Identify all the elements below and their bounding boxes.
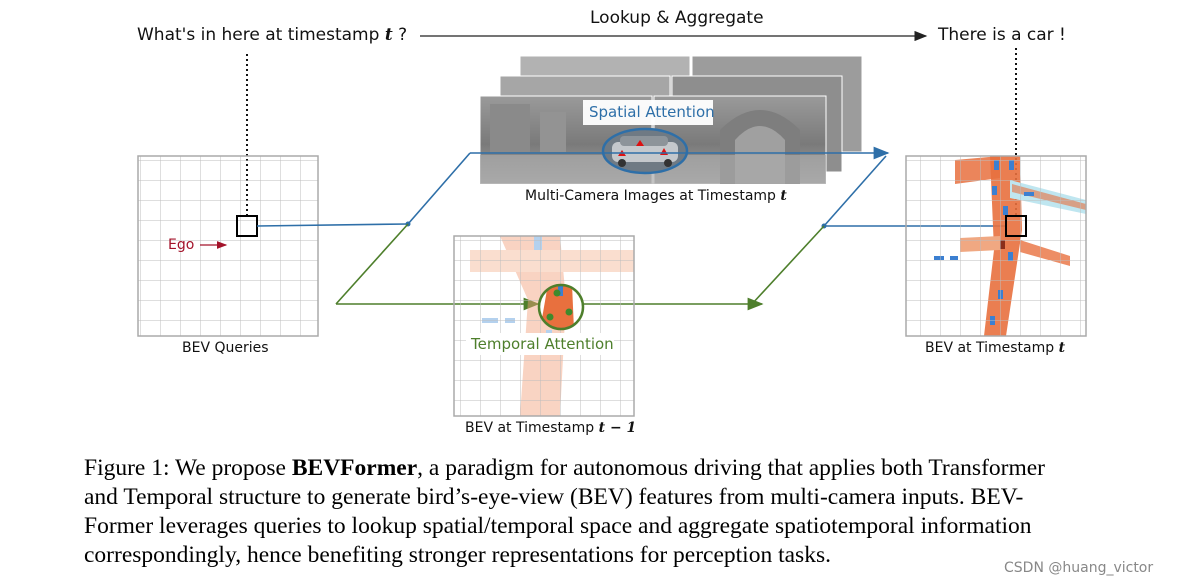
bev-prev-label: BEV at Timestamp t − 1: [465, 420, 636, 436]
caption-line-1-prefix: Figure 1: We propose: [84, 455, 292, 481]
query-question: What's in here at timestamp t ?: [137, 25, 407, 45]
bev-prev-label-text: BEV at Timestamp: [465, 420, 595, 436]
bev-current-label: BEV at Timestamp t: [925, 340, 1065, 356]
bev-current-label-var: t: [1058, 340, 1066, 356]
multicam-label: Multi-Camera Images at Timestamp t: [525, 188, 787, 204]
bev-queries-label: BEV Queries: [182, 340, 269, 356]
bev-prev-grid: [453, 235, 635, 417]
lookup-aggregate-label: Lookup & Aggregate: [590, 8, 764, 28]
caption-model-name: BEVFormer: [291, 455, 418, 481]
multicam-label-var: t: [780, 188, 787, 204]
caption-line-1-suffix: , a paradigm for autonomous driving that…: [417, 455, 1046, 481]
temporal-attention-label: Temporal Attention: [471, 335, 614, 353]
caption-line-3: Former leverages queries to lookup spati…: [84, 513, 1032, 539]
spatial-path: [256, 146, 1006, 229]
caption-line-2: and Temporal structure to generate bird’…: [84, 484, 1024, 510]
bev-prev-label-var: t − 1: [598, 420, 637, 436]
bev-current-grid: [905, 155, 1087, 337]
spatial-attention-label: Spatial Attention: [589, 103, 715, 121]
figure-caption: Figure 1: We propose BEVFormer, a paradi…: [84, 454, 1146, 570]
watermark: CSDN @huang_victor: [1004, 560, 1154, 576]
ego-label: Ego: [168, 237, 195, 253]
result-cell: [1005, 215, 1027, 237]
temporal-attention-region: [537, 283, 585, 331]
query-question-suffix: ?: [392, 25, 408, 45]
caption-line-4: correspondingly, hence benefiting strong…: [84, 542, 831, 568]
caption-line-1: Figure 1: We propose BEVFormer, a paradi…: [84, 454, 1146, 483]
spatial-attention-label-box: [583, 100, 713, 125]
multi-camera-images: [479, 55, 863, 185]
bev-current-label-text: BEV at Timestamp: [925, 340, 1055, 356]
temporal-attention-label-box: [466, 333, 614, 355]
answer-text: There is a car !: [938, 25, 1066, 45]
bev-queries-grid: [137, 155, 319, 337]
multicam-label-text: Multi-Camera Images at Timestamp: [525, 188, 776, 204]
query-question-var: t: [384, 25, 393, 45]
query-question-text: What's in here at timestamp: [137, 25, 380, 45]
